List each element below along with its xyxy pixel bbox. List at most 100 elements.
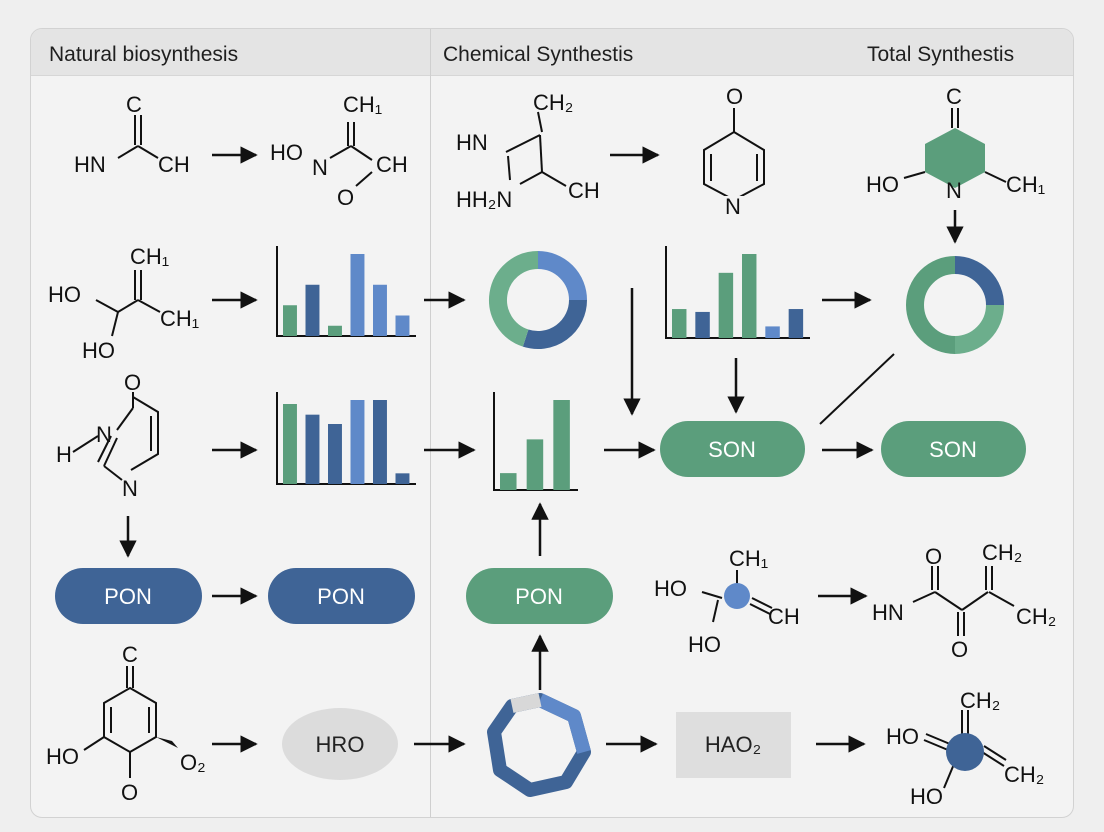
atom-label: N [725,194,741,219]
chart-bar [526,439,544,490]
molecule-2: CH₁ HO N CH O [270,92,408,210]
chart-bar [283,404,297,484]
hro-node: HRO [282,708,398,780]
atom-label: CH₂ [1016,604,1056,629]
hao2-label: HAO₂ [705,732,761,757]
atom-label: O [121,780,138,805]
atom-label: CH [768,604,800,629]
chart-bar [305,414,320,484]
atom-label: HO [46,744,79,769]
atom-label: CH [158,152,190,177]
molecule-9: O CH₂ HN CH₂ O [872,540,1056,662]
donut-slice [522,299,587,349]
atom-label: N [946,178,962,203]
atom-label: HN [872,600,904,625]
son-label: SON [929,437,977,462]
chart-bar [695,311,710,338]
atom-label: O [337,185,354,210]
atom-label: CH₁ [1006,172,1045,197]
donut-chart-row2-total [906,256,1004,354]
molecule-5: C HO N CH₁ [866,84,1045,203]
atom-label: N [96,422,112,447]
hao2-node: HAO₂ [676,712,791,778]
pon-node-2: PON [268,568,415,624]
atom-label: O [925,544,942,569]
ring-node [487,693,591,797]
chart-bar [788,309,804,338]
chart-bar [742,254,757,338]
atom-label: HH₂N [456,187,512,212]
chart-bar [373,284,387,336]
atom-label: O [124,370,141,395]
molecule-10: C HO O₂ O [46,642,206,805]
molecule-4: O N [703,84,765,219]
atom-label: C [122,642,138,667]
header-chemical-synthesis: Chemical Synthestis [443,43,634,66]
atom-label: HO [654,576,687,601]
molecule-7: O H N N [56,370,159,501]
chart-bar [500,473,517,490]
chart-bar [395,473,410,484]
atom-label: HO [886,724,919,749]
son-node-2: SON [881,421,1026,477]
chart-bar [672,309,687,338]
atom-label: CH₂ [1004,762,1044,787]
connector-line [819,353,895,425]
atom-label: O₂ [180,750,206,775]
donut-slice [489,251,539,347]
donut-slice [954,256,1004,306]
header-bar: Natural biosynthesis Chemical Synthestis… [31,29,1073,76]
atom-label: C [946,84,962,109]
header-total-synthesis: Total Synthestis [867,43,1015,66]
atom-label: H [56,442,72,467]
atom-label: CH₂ [960,688,1000,713]
son-label: SON [708,437,756,462]
molecule-3: CH₂ HN HH₂N CH [456,90,600,212]
atom-label: CH₂ [982,540,1022,565]
donut-chart-row2-chemical [489,251,587,349]
molecule-11: CH₂ CH₂ HO HO [886,688,1044,809]
pon-label: PON [104,584,152,609]
atom-label: C [126,92,142,117]
molecule-8: CH₁ HO CH HO [654,546,800,657]
atom-label: HO [688,632,721,657]
pon-label: PON [317,584,365,609]
chart-bar [718,272,734,338]
son-node-1: SON [660,421,805,477]
donut-slice [537,251,587,301]
chart-bar [328,325,342,336]
atom-label: CH₁ [343,92,382,117]
atom-label: CH [376,152,408,177]
atom-label: HO [910,784,943,809]
chart-axis [493,392,578,491]
atom-label: HN [74,152,106,177]
pon-label: PON [515,584,563,609]
atom-label: N [122,476,138,501]
atom-label: HN [456,130,488,155]
molecule-6: CH₁ HO CH₁ HO [48,244,199,363]
atom-label: CH₂ [533,90,573,115]
atom-label: O [726,84,743,109]
hro-label: HRO [316,732,365,757]
header-natural-biosynthesis: Natural biosynthesis [49,43,239,66]
bar-chart-row2-chemical [665,246,810,339]
pon-node-1: PON [55,568,202,624]
atom-label: CH₁ [160,306,199,331]
chart-bar [328,424,342,484]
atom-label: O [951,637,968,662]
bar-chart-row3-chemical [493,392,578,491]
atom-label: HO [82,338,115,363]
donut-slice [954,304,1004,354]
chart-bar [373,400,387,484]
chart-axis [665,246,810,339]
bar-chart-row2-natural [276,246,416,337]
atom-label: CH [568,178,600,203]
chart-bar [553,400,570,490]
column-divider [430,29,431,817]
chart-bar [350,400,365,484]
chart-bar [395,315,410,336]
chart-axis [276,246,416,337]
atom-label: HO [866,172,899,197]
